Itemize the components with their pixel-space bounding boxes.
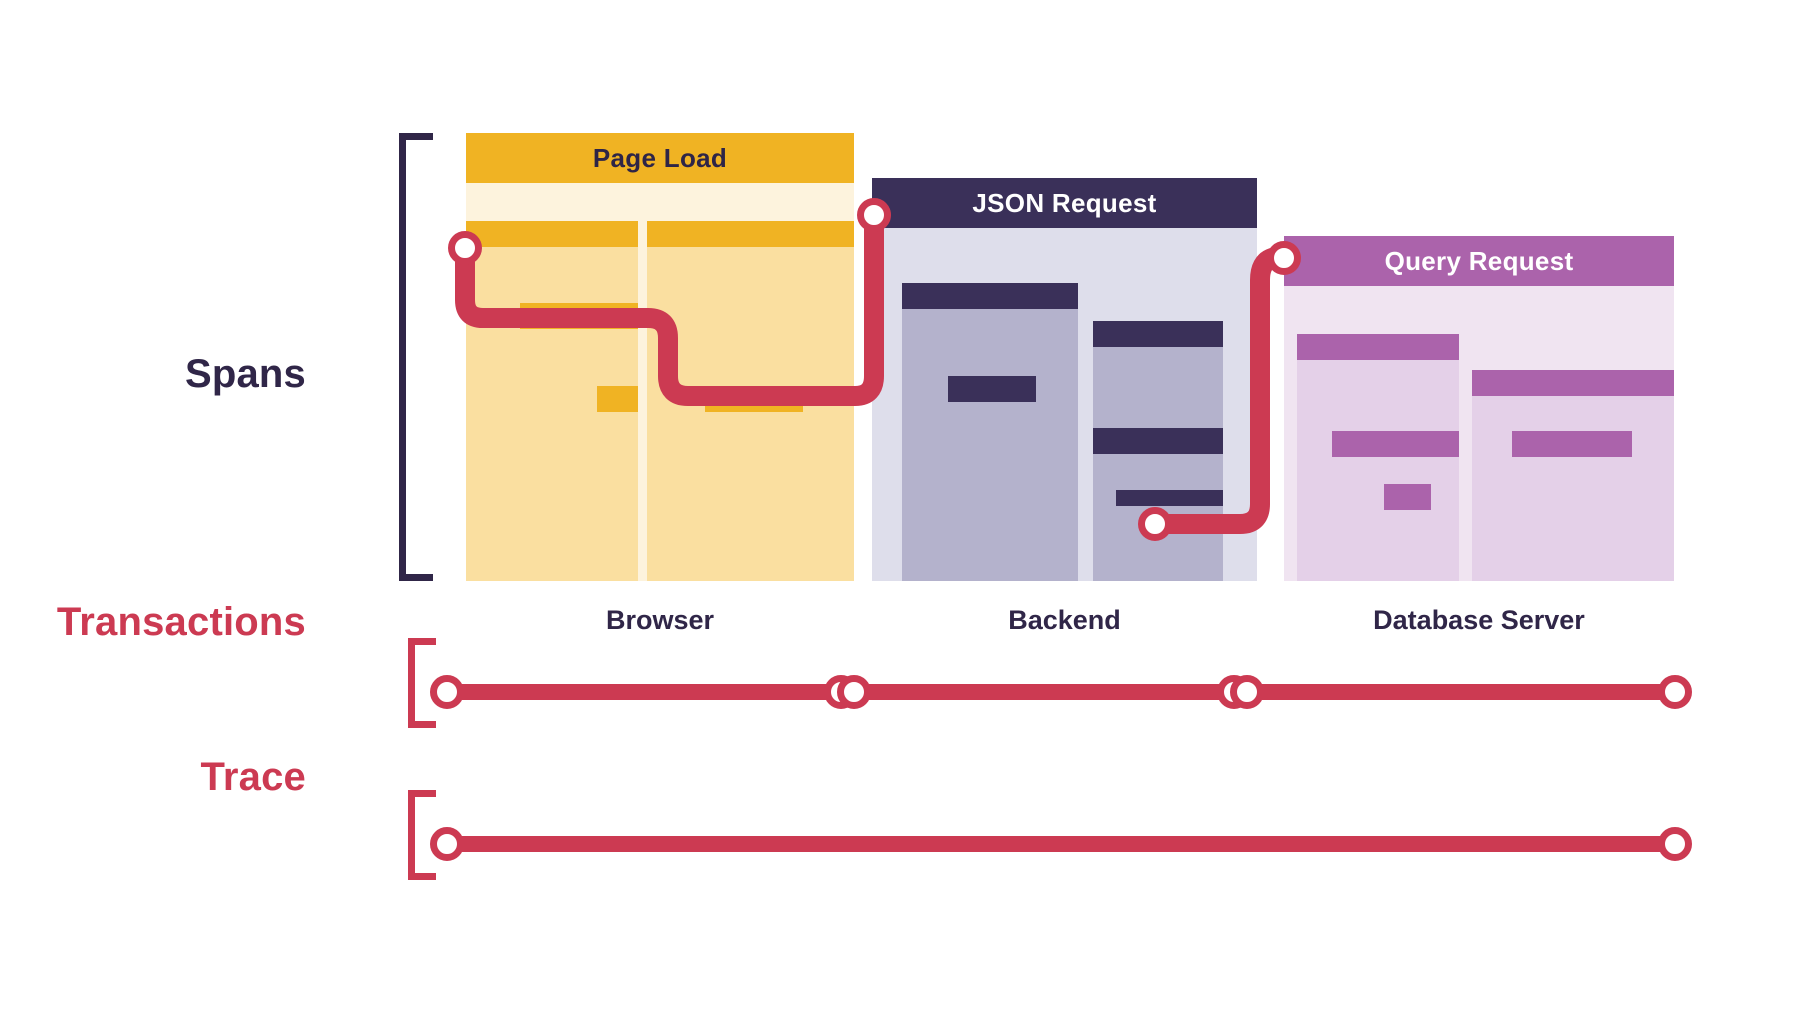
span-browser-4-cap xyxy=(647,221,854,247)
connector-node-backend-end xyxy=(1138,507,1172,541)
service-caption-database: Database Server xyxy=(1373,605,1585,635)
transaction-backend-node-start xyxy=(837,675,871,709)
transaction-browser-node-start xyxy=(430,675,464,709)
connector-node-database-start xyxy=(1267,241,1301,275)
span-db-3-cap xyxy=(1384,484,1431,510)
span-backend-3-cap xyxy=(1093,321,1223,347)
service-backend-body xyxy=(872,228,1257,581)
span-backend-4-cap xyxy=(1093,428,1223,454)
service-database-body xyxy=(1284,286,1674,581)
row-label-trace: Trace xyxy=(200,755,306,799)
service-backend-header: JSON Request xyxy=(872,178,1257,228)
span-backend-2 xyxy=(948,376,1036,581)
transaction-browser xyxy=(447,684,841,700)
span-db-3 xyxy=(1384,484,1431,581)
service-caption-backend: Backend xyxy=(1008,605,1121,635)
connector-node-backend-start xyxy=(857,198,891,232)
span-browser-2-cap xyxy=(520,303,638,329)
service-database: Query Request xyxy=(1284,236,1674,581)
transaction-database-node-start xyxy=(1230,675,1264,709)
bracket-trace xyxy=(408,790,436,880)
span-browser-5 xyxy=(705,386,803,581)
service-caption-browser: Browser xyxy=(605,605,715,635)
span-db-2-cap xyxy=(1332,431,1459,457)
bracket-spans xyxy=(399,133,433,581)
span-db-1-cap xyxy=(1297,334,1459,360)
span-db-4-cap xyxy=(1472,370,1674,396)
trace-bar xyxy=(447,836,1675,852)
span-backend-2-cap xyxy=(948,376,1036,402)
trace-bar-node-end xyxy=(1658,827,1692,861)
span-browser-1-cap xyxy=(466,221,638,247)
span-backend-5 xyxy=(1116,490,1223,581)
transaction-backend xyxy=(854,684,1234,700)
service-database-header: Query Request xyxy=(1284,236,1674,286)
transaction-database-node-end xyxy=(1658,675,1692,709)
span-db-5 xyxy=(1512,431,1632,581)
span-browser-3 xyxy=(597,386,638,581)
bracket-transactions xyxy=(408,638,436,728)
span-db-5-cap xyxy=(1512,431,1632,457)
connector-node-browser-start xyxy=(448,231,482,265)
row-label-spans: Spans xyxy=(184,352,306,396)
span-browser-3-cap xyxy=(597,386,638,412)
service-browser-body xyxy=(466,183,854,581)
row-label-transactions: Transactions xyxy=(56,600,306,644)
service-browser-header: Page Load xyxy=(466,133,854,183)
transaction-database xyxy=(1247,684,1675,700)
span-browser-5-cap xyxy=(705,386,803,412)
span-backend-1-cap xyxy=(902,283,1078,309)
trace-bar-node-start xyxy=(430,827,464,861)
span-backend-5-cap xyxy=(1116,490,1223,506)
service-backend: JSON Request xyxy=(872,178,1257,581)
service-browser: Page Load xyxy=(466,133,854,581)
